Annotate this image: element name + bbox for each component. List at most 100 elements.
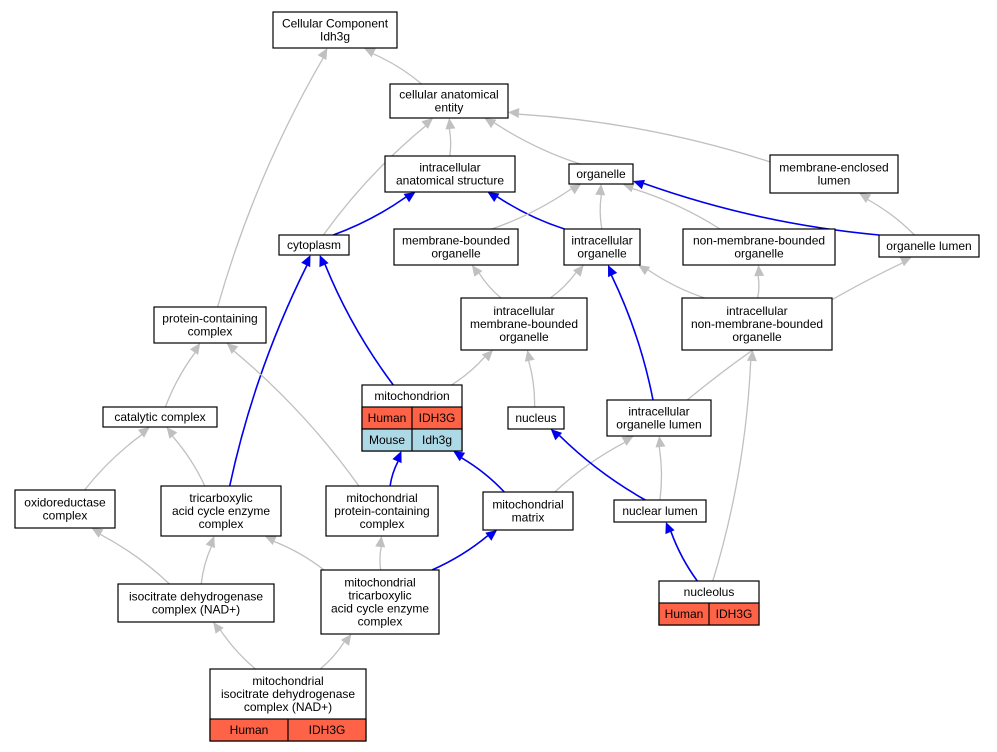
edge-cytoplasm-to-cae [322,118,434,236]
edge-arrowhead [166,427,178,439]
node-box [460,297,588,351]
edge-mito-to-imbo [450,350,493,386]
edge-arrowhead [264,535,277,545]
node-label-line: non-membrane-bounded [691,317,823,331]
edge-line [322,125,426,236]
edges-layer [84,48,915,670]
gene-symbol: IDH3G [309,723,346,737]
node-label-line: intracellular [493,304,554,318]
edge-arrowhead [226,343,239,354]
edge-cae-to-root [363,48,423,85]
node-label-line: organelle [499,330,549,344]
node-box [606,399,712,437]
node-label-line: nucleus [515,411,556,425]
edge-line [233,350,360,487]
species-label: Mouse [369,433,405,447]
edge-line [478,272,502,299]
edge-arrowhead [363,48,376,58]
node-label-line: intracellular [726,304,787,318]
edge-mtcac-to-tcac [264,535,325,571]
node-box [563,228,641,266]
node-cytoplasm[interactable]: cytoplasm [278,234,350,256]
edge-mm-to-mito [453,451,505,493]
edge-mm-to-iol [554,436,634,493]
species-label: Human [665,607,704,621]
node-box [102,406,218,428]
node-box [325,485,439,537]
node-box [14,489,116,529]
edge-nucleus-to-imbo [524,350,536,408]
edge-catc-to-pcc [164,343,201,408]
node-label-line: complex [360,517,405,531]
edge-oxc-to-catc [84,427,150,491]
node-label-line: complex [199,517,244,531]
node-label-line: nuclear lumen [622,504,697,518]
node-box [384,155,516,193]
node-inmbo[interactable]: intracellularnon-membrane-boundedorganel… [681,297,833,351]
node-box [320,569,440,635]
node-box [681,297,833,351]
node-ol[interactable]: organelle lumen [878,234,980,258]
node-catc[interactable]: catalytic complex [102,406,218,428]
edge-nmbo-to-organelle [622,182,721,230]
node-nucleus[interactable]: nucleus [507,406,565,430]
node-label-line: catalytic complex [114,410,205,424]
edge-ias-to-cae [445,118,456,157]
edge-imbo-to-io [549,265,584,299]
node-organelle[interactable]: organelle [568,163,634,185]
node-label-line: acid cycle enzyme [331,602,429,616]
node-label-line: mitochondrial [252,674,323,688]
edge-line [332,196,407,236]
edge-line [172,435,206,487]
edge-line [491,188,572,230]
edge-arrowhead [392,451,402,464]
edge-line [379,546,382,571]
edge-line [867,199,915,236]
edge-line [219,629,256,670]
edge-mito-to-cytoplasm [319,255,394,386]
edge-idc-to-oxc [91,528,170,585]
edge-line [658,446,663,501]
edge-tcac-to-cytoplasm [228,255,311,487]
edge-arrowhead [205,536,215,549]
node-label-line: tricarboxylic [189,491,252,505]
edge-line [200,546,212,585]
edge-arrowhead [485,530,498,541]
node-label-line: organelle lumen [886,239,971,253]
edge-arrowhead [317,48,328,60]
node-box [160,485,282,537]
node-box [568,163,634,185]
edge-arrowhead [899,257,912,267]
edge-arrowhead [508,108,520,118]
node-label-line: entity [435,101,464,115]
edge-arrowhead [572,265,584,277]
node-label-line: intracellular [628,405,689,419]
edge-arrowhead [445,118,456,130]
edge-arrowhead [665,522,675,535]
node-label-line: organelle [732,330,782,344]
edge-line [554,441,626,493]
edge-arrowhead [375,536,386,548]
edge-inmbo-to-io [638,265,705,299]
node-nl[interactable]: nuclear lumen [613,499,707,523]
